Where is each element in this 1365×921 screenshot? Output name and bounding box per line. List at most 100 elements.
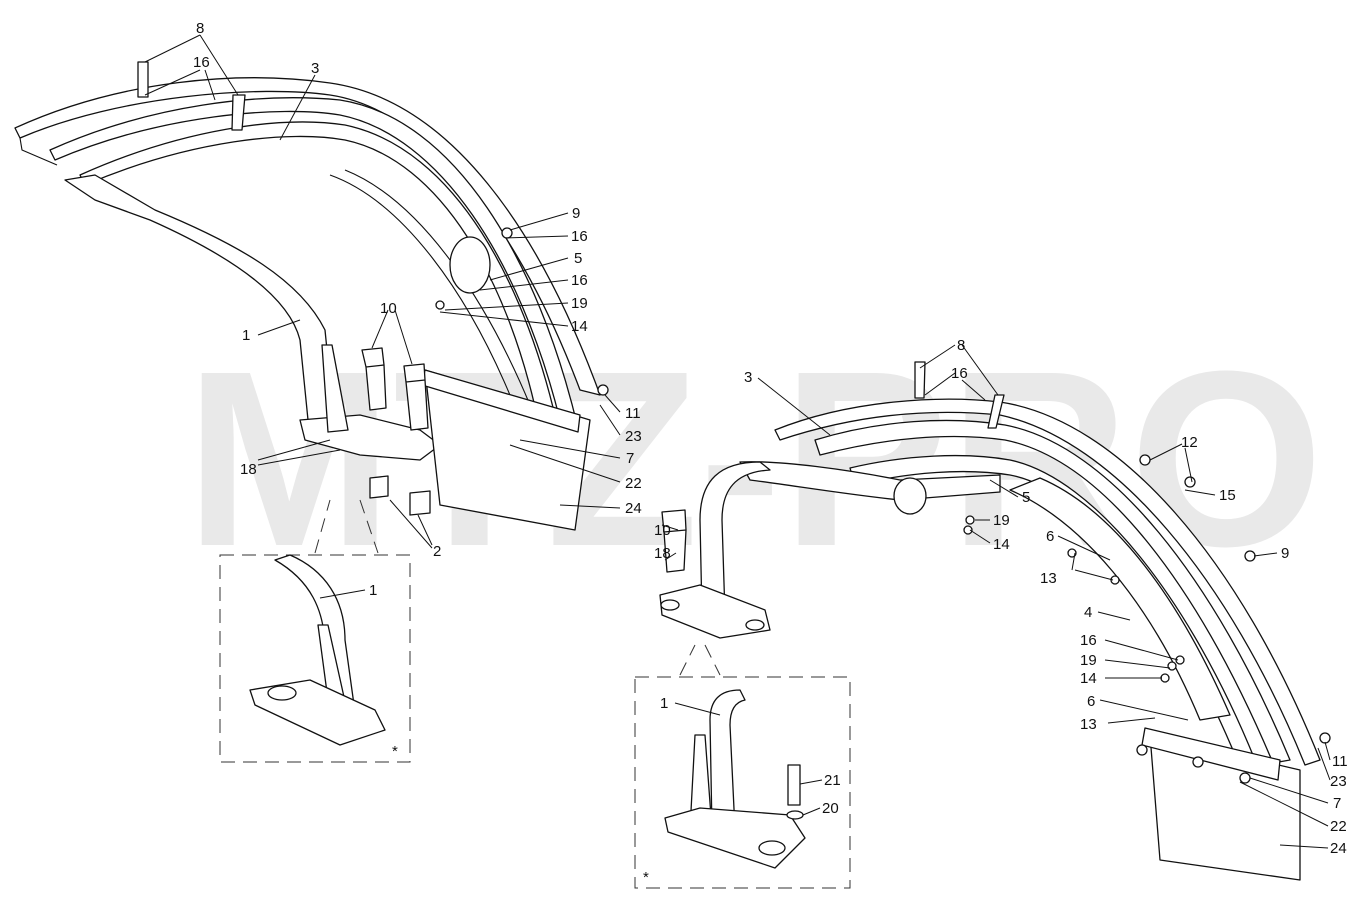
callout-16: 16 <box>571 272 588 289</box>
right-bolt-8b <box>987 394 1005 429</box>
right-detail-arm <box>709 689 746 831</box>
left-fender-edge <box>19 137 58 166</box>
callout-11: 11 <box>625 405 641 422</box>
callout-labels: 8 16 3 9 16 5 16 19 14 10 1 11 23 7 22 2… <box>193 20 1348 886</box>
callout-19: 19 <box>1080 652 1097 669</box>
left-fender-assembly <box>14 61 609 531</box>
callout-23: 23 <box>1330 773 1347 790</box>
callout-14: 14 <box>571 318 588 335</box>
callout-1: 1 <box>242 327 250 344</box>
callout-7: 7 <box>1333 795 1341 812</box>
right-flap-bolt-a <box>1136 744 1148 756</box>
right-nut-19 <box>965 515 975 525</box>
callout-19: 19 <box>571 295 588 312</box>
right-washer-16b <box>1175 655 1185 665</box>
callout-11: 11 <box>1332 753 1348 770</box>
right-nut-14 <box>963 525 973 535</box>
callout-13: 13 <box>1040 570 1057 587</box>
right-detail-bolt-21 <box>787 764 801 806</box>
callout-3: 3 <box>311 60 319 77</box>
left-fender-rim <box>329 174 521 421</box>
right-fender-strip-outer <box>774 398 1321 766</box>
leader-lines <box>144 34 1331 849</box>
right-detail-view <box>634 644 851 889</box>
detail-asterisk: * <box>643 869 649 886</box>
callout-20: 20 <box>822 800 839 817</box>
callout-16: 16 <box>571 228 588 245</box>
left-detail-hole <box>267 685 297 701</box>
right-flap-bolt-b <box>1192 756 1204 768</box>
callout-16: 16 <box>1080 632 1097 649</box>
callout-15: 15 <box>1219 487 1236 504</box>
callout-21: 21 <box>824 772 841 789</box>
left-gusset <box>321 344 349 433</box>
callout-6: 6 <box>1046 528 1054 545</box>
left-bracket-5 <box>449 236 491 294</box>
left-detail-frame <box>219 554 411 763</box>
right-base-plate <box>659 584 771 639</box>
callout-10: 10 <box>380 300 397 317</box>
callout-24: 24 <box>1330 840 1347 857</box>
left-bolt-8a <box>137 61 149 98</box>
left-bolt-11 <box>597 384 609 396</box>
callout-6: 6 <box>1087 693 1095 710</box>
right-detail-frame <box>634 676 851 889</box>
right-flap-bar-7 <box>1141 727 1281 781</box>
left-bolt-8b <box>231 94 246 131</box>
left-detail-view <box>219 499 411 763</box>
callout-18: 18 <box>240 461 257 478</box>
callout-4: 4 <box>1084 604 1092 621</box>
right-nut-13a <box>1067 548 1077 558</box>
callout-22: 22 <box>625 475 642 492</box>
right-bolt-9 <box>1244 550 1256 562</box>
right-cross-beam <box>739 461 1001 501</box>
callout-16: 16 <box>951 365 968 382</box>
right-plate-hole-a <box>660 599 680 611</box>
callout-14: 14 <box>1080 670 1097 687</box>
callout-18: 18 <box>654 545 671 562</box>
right-detail-hole <box>758 840 786 856</box>
right-plate-hole-b <box>745 619 765 631</box>
callout-19: 19 <box>993 512 1010 529</box>
callout-13: 13 <box>1080 716 1097 733</box>
callout-9: 9 <box>572 205 580 222</box>
left-bushing-2a <box>369 475 389 499</box>
callout-12: 12 <box>1181 434 1198 451</box>
right-detail-washer-20 <box>786 810 804 820</box>
right-support-arm <box>699 461 771 616</box>
right-detail-pointer <box>679 644 721 676</box>
right-nut-19b <box>1167 661 1177 671</box>
callout-1: 1 <box>369 582 377 599</box>
right-bolt-8a <box>914 361 926 399</box>
callout-14: 14 <box>993 536 1010 553</box>
callout-16: 16 <box>193 54 210 71</box>
left-bushing-2b <box>409 490 431 516</box>
right-nut-14b <box>1160 673 1170 683</box>
right-pivot <box>893 477 927 515</box>
callout-23: 23 <box>625 428 642 445</box>
left-nut-14 <box>435 300 445 310</box>
callout-5: 5 <box>1022 489 1030 506</box>
left-bolt-10a <box>361 347 387 411</box>
left-detail-pointer <box>314 499 379 554</box>
callout-8: 8 <box>957 337 965 354</box>
left-bolt-10b <box>403 363 429 431</box>
right-bolt-12b <box>1184 476 1196 488</box>
callout-22: 22 <box>1330 818 1347 835</box>
callout-2: 2 <box>433 543 441 560</box>
right-bolt-11 <box>1319 732 1331 744</box>
detail-asterisk: * <box>392 743 398 760</box>
callout-5: 5 <box>574 250 582 267</box>
callout-10: 10 <box>654 522 671 539</box>
callout-9: 9 <box>1281 545 1289 562</box>
callout-1: 1 <box>660 695 668 712</box>
callout-24: 24 <box>625 500 642 517</box>
callout-8: 8 <box>196 20 204 37</box>
callout-3: 3 <box>744 369 752 386</box>
callout-7: 7 <box>626 450 634 467</box>
right-detail-plate <box>664 807 806 869</box>
right-nut-13b <box>1110 575 1120 585</box>
right-flap-bolt-c <box>1239 772 1251 784</box>
